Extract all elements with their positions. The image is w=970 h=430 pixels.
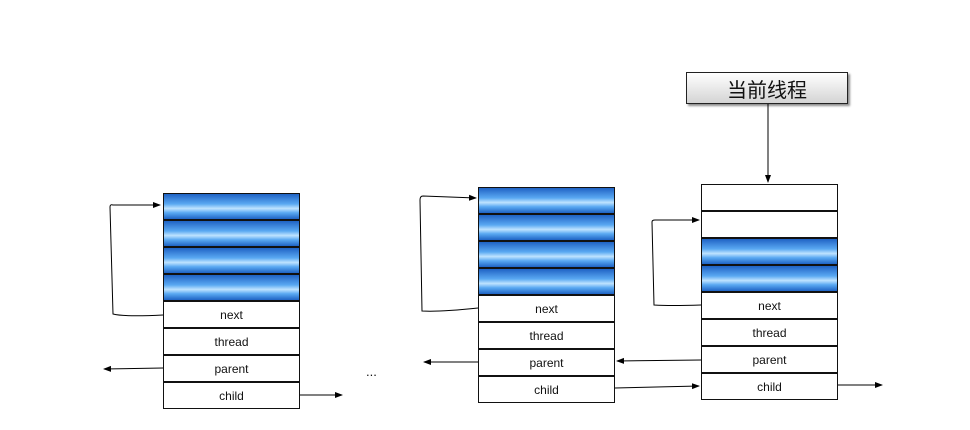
next-field: next (701, 292, 838, 319)
thread-field: thread (701, 319, 838, 346)
stack-slot (478, 268, 615, 295)
stack-slot (163, 220, 300, 247)
stack-slot (163, 247, 300, 274)
stack-slot-empty (701, 184, 838, 211)
child-field: child (701, 373, 838, 400)
stack-slot (701, 238, 838, 265)
parent-field: parent (478, 349, 615, 376)
next-loop-arrow-3 (651, 217, 702, 306)
stack-slot (701, 265, 838, 292)
child-field: child (478, 376, 615, 403)
stack-slot (478, 241, 615, 268)
stack-slot-empty (701, 211, 838, 238)
thread-field: thread (163, 328, 300, 355)
thread-field: thread (478, 322, 615, 349)
current-thread-label: 当前线程 (686, 72, 848, 104)
next-loop-arrow-2 (419, 194, 479, 312)
parent-link-3-to-2 (616, 357, 702, 364)
ellipsis: ... (366, 364, 377, 379)
child-field: child (163, 382, 300, 409)
parent-arrow-1 (103, 365, 164, 372)
stack-slot (163, 193, 300, 220)
stack-slot (478, 214, 615, 241)
next-loop-arrow-1 (109, 202, 164, 317)
stack-slot (478, 187, 615, 214)
parent-field: parent (163, 355, 300, 382)
parent-field: parent (701, 346, 838, 373)
child-link-2-to-3 (614, 383, 700, 390)
stack-slot (163, 274, 300, 301)
next-field: next (163, 301, 300, 328)
next-field: next (478, 295, 615, 322)
